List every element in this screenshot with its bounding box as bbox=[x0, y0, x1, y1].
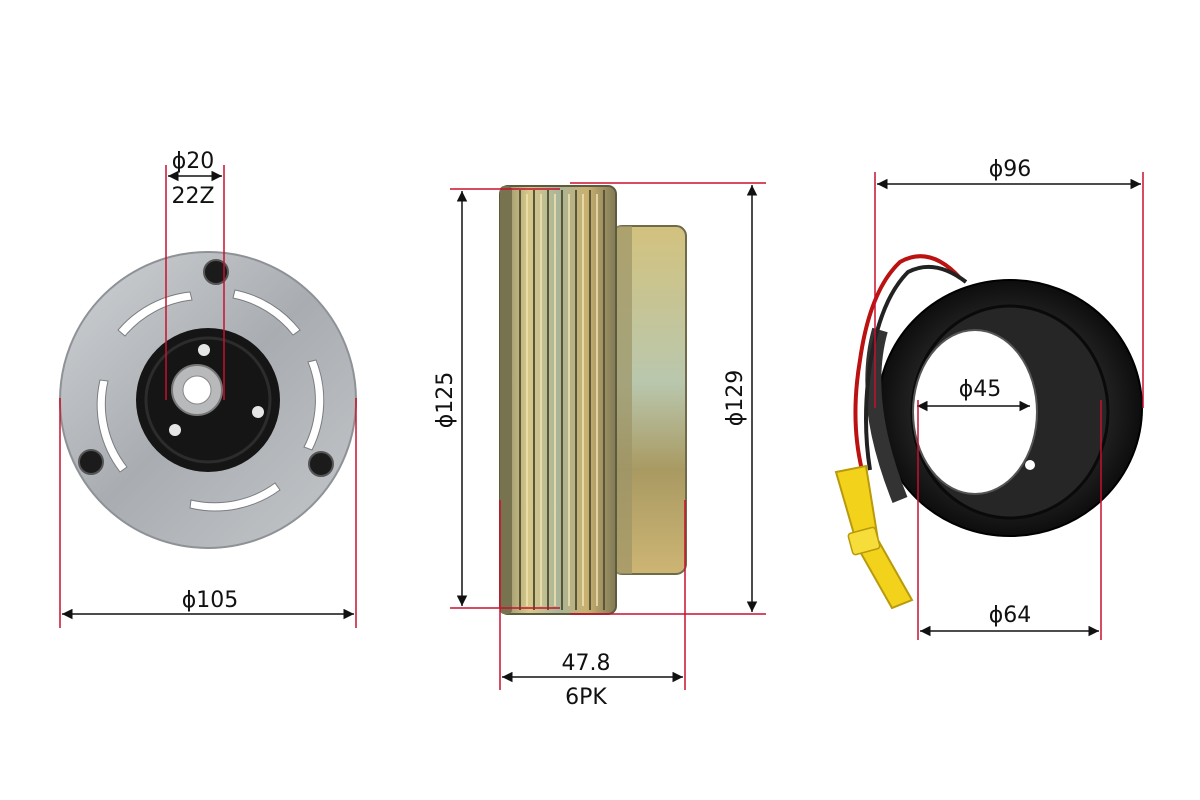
coil-mount-hole bbox=[1025, 460, 1035, 470]
coil-wire bbox=[853, 254, 962, 471]
coil-inner-dimension: ϕ45 bbox=[959, 377, 1002, 402]
rivet bbox=[78, 449, 104, 475]
pulley-inner-dimension: ϕ125 bbox=[433, 372, 458, 429]
pulley-belt-label: 6PK bbox=[565, 685, 607, 710]
hub-bore bbox=[182, 375, 212, 405]
hub-hole bbox=[198, 344, 210, 356]
hub-hole bbox=[169, 424, 181, 436]
pulley-grooves bbox=[519, 190, 605, 610]
hub-plate bbox=[59, 251, 357, 549]
hub-bore-dimension: ϕ20 bbox=[172, 149, 215, 174]
coil-wire bbox=[864, 264, 968, 471]
pulley-outer-dimension: ϕ129 bbox=[723, 370, 748, 427]
pulley bbox=[499, 185, 687, 615]
hub-outer-dimension: ϕ105 bbox=[182, 588, 239, 613]
pulley-dimensions: ϕ125 ϕ129 47.8 6PK bbox=[433, 182, 766, 710]
hub-plate-slots bbox=[96, 289, 325, 512]
hub-hole bbox=[252, 406, 264, 418]
hub-spline-label: 22Z bbox=[171, 184, 214, 209]
rivet bbox=[203, 259, 229, 285]
coil-bore bbox=[912, 329, 1038, 495]
coil-base-dimension: ϕ64 bbox=[989, 603, 1032, 628]
hub-plate-dimensions: ϕ20 22Z ϕ105 bbox=[59, 149, 357, 628]
pulley-width-dimension: 47.8 bbox=[562, 651, 611, 676]
field-coil bbox=[834, 254, 1143, 610]
rivet bbox=[308, 451, 334, 477]
coil-outer-dimension: ϕ96 bbox=[989, 157, 1032, 182]
pulley-body bbox=[499, 185, 617, 615]
coil-connector bbox=[834, 464, 914, 610]
coil-dimensions: ϕ96 ϕ45 ϕ64 bbox=[874, 157, 1144, 640]
